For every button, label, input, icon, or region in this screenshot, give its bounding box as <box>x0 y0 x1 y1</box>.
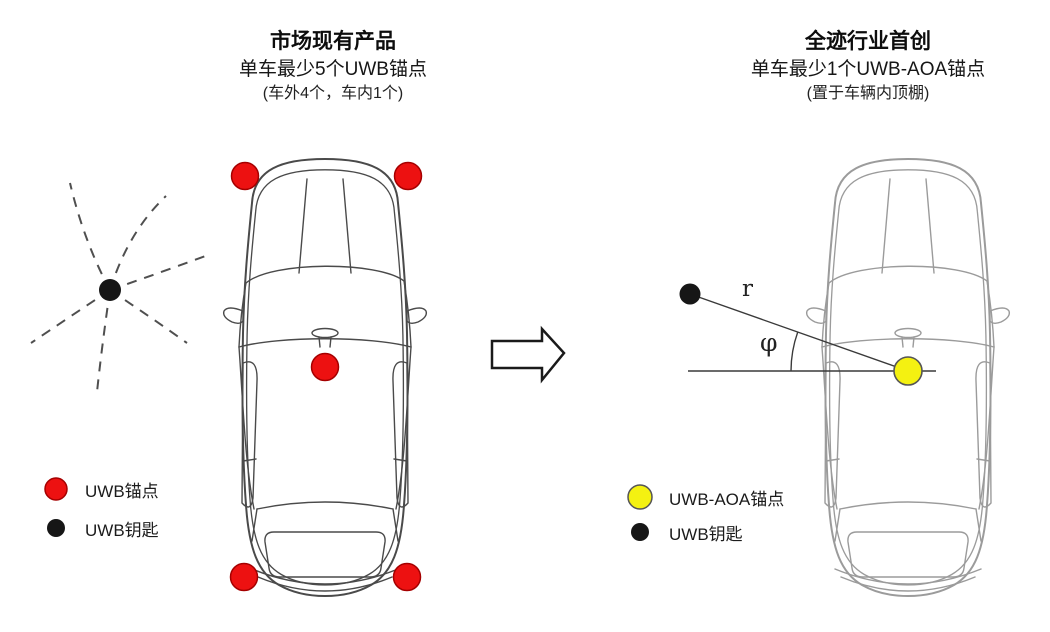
range-label: r <box>742 276 753 302</box>
uwb-anchor-dot-rear-left <box>229 562 259 592</box>
left-panel-title: 市场现有产品 <box>270 30 396 53</box>
uwb-key-swatch-icon <box>631 523 649 541</box>
uwb-anchor-dot-interior <box>310 352 340 382</box>
uwb-anchor-swatch-icon <box>44 477 68 501</box>
left-panel-subtitle: 单车最少5个UWB锚点 <box>239 59 427 80</box>
uwb-anchor-dot-rear-right <box>392 562 422 592</box>
uwb-aoa-anchor-swatch-icon <box>627 484 653 510</box>
legend-item-uwb-key-right: UWB钥匙 <box>627 519 743 545</box>
signal-arc <box>109 253 212 291</box>
uwb-signal-arcs <box>30 182 212 393</box>
range-line <box>689 293 909 372</box>
legend-label: UWB钥匙 <box>85 520 159 540</box>
legend-item-uwb-key-left: UWB钥匙 <box>43 515 159 541</box>
legend-label: UWB钥匙 <box>669 524 743 544</box>
uwb-key-swatch-icon <box>47 519 65 537</box>
legend-item-uwb-anchor: UWB锚点 <box>43 476 159 502</box>
transition-arrow <box>490 325 566 384</box>
right-panel-note: (置于车辆内顶棚) <box>806 85 930 102</box>
signal-arc <box>96 289 111 393</box>
uwb-key-dot <box>99 279 121 301</box>
angle-arc <box>790 331 799 372</box>
legend-label: UWB-AOA锚点 <box>669 489 785 509</box>
uwb-key-dot <box>679 283 701 305</box>
signal-arc <box>30 289 111 344</box>
right-panel-subtitle: 单车最少1个UWB-AOA锚点 <box>750 59 986 80</box>
uwb-aoa-anchor-dot <box>893 356 923 386</box>
right-panel-header: 全迹行业首创 单车最少1个UWB-AOA锚点 (置于车辆内顶棚) <box>698 28 1038 105</box>
legend-item-uwb-aoa-anchor: UWB-AOA锚点 <box>627 484 784 510</box>
left-panel-note: (车外4个，车内1个) <box>262 85 404 102</box>
right-panel-title: 全迹行业首创 <box>805 30 931 53</box>
left-panel-header: 市场现有产品 单车最少5个UWB锚点 (车外4个，车内1个) <box>163 28 503 105</box>
uwb-anchor-dot-front-left <box>230 161 260 191</box>
signal-arc <box>109 289 188 344</box>
legend-label: UWB锚点 <box>85 481 159 501</box>
angle-label: φ <box>760 328 778 357</box>
uwb-anchor-dot-front-right <box>393 161 423 191</box>
signal-arc <box>109 195 167 291</box>
signal-arc <box>69 182 111 291</box>
